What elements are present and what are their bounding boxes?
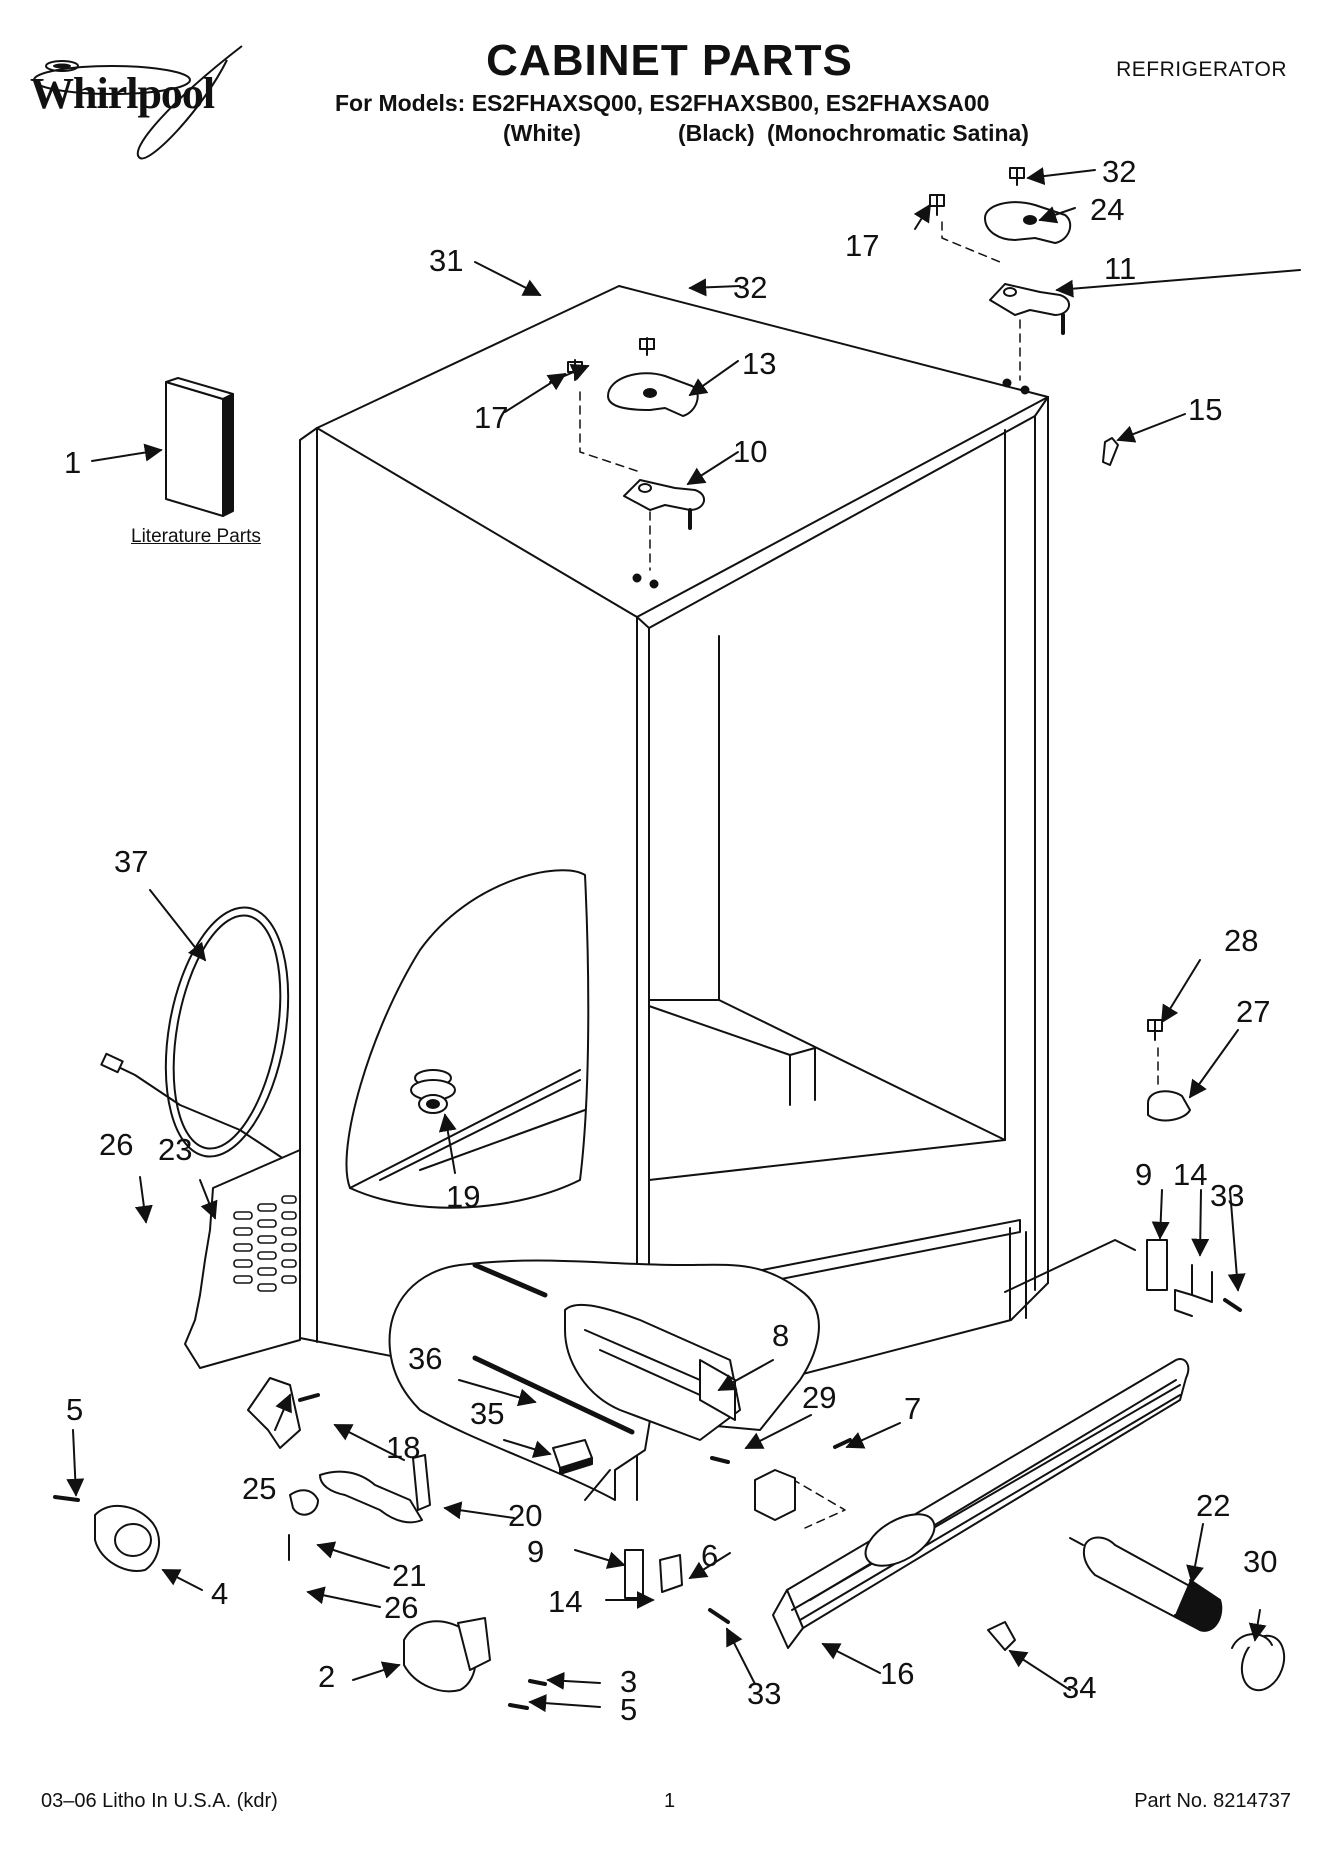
cutaway-bottom — [388, 1259, 820, 1501]
callout-9b: 9 — [527, 1534, 545, 1569]
upper-hinge-left — [607, 372, 705, 530]
page-title: CABINET PARTS — [486, 36, 853, 85]
callout-32a: 32 — [1102, 154, 1137, 189]
callout-6: 6 — [701, 1538, 719, 1573]
callout-26b: 26 — [384, 1590, 419, 1625]
callout-13: 13 — [742, 346, 777, 381]
callout-10: 10 — [733, 434, 768, 469]
callout-18: 18 — [386, 1430, 421, 1465]
callout-2: 2 — [318, 1659, 336, 1694]
lower-right-bracket — [1004, 1239, 1242, 1317]
callout-28: 28 — [1224, 923, 1259, 958]
callout-32b: 32 — [733, 270, 768, 305]
water-line-coil — [100, 906, 291, 1164]
footer-litho: 03–06 Litho In U.S.A. (kdr) — [41, 1790, 278, 1812]
callout-5b: 5 — [620, 1692, 638, 1727]
callout-1: 1 — [64, 445, 82, 480]
variant-white: (White) — [503, 120, 581, 146]
callout-35: 35 — [470, 1396, 505, 1431]
whirlpool-logo — [33, 45, 243, 160]
cutaway-drain — [345, 869, 590, 1209]
top-clip — [1102, 437, 1119, 466]
callout-30: 30 — [1243, 1544, 1278, 1579]
variant-black: (Black) — [678, 120, 755, 146]
variant-monochromatic: (Monochromatic Satina) — [767, 120, 1029, 146]
callout-14b: 14 — [548, 1584, 583, 1619]
callout-14a: 14 — [1173, 1157, 1208, 1192]
center-lower-parts — [624, 1438, 852, 1624]
callout-24: 24 — [1090, 192, 1125, 227]
callout-11: 11 — [1104, 251, 1137, 286]
callout-33b: 33 — [747, 1676, 782, 1711]
callout-9a: 9 — [1135, 1157, 1153, 1192]
callout-8: 8 — [772, 1318, 790, 1353]
callout-19: 19 — [446, 1179, 481, 1214]
callout-22: 22 — [1196, 1488, 1231, 1523]
callout-34: 34 — [1062, 1670, 1097, 1705]
upper-hinge-right — [984, 201, 1072, 335]
callout-17b: 17 — [474, 400, 509, 435]
callout-33a: 33 — [1210, 1178, 1245, 1213]
callout-31: 31 — [429, 243, 464, 278]
literature-booklet — [165, 377, 234, 517]
brand-logo-text: Whirlpool — [30, 69, 215, 118]
toe-grille — [772, 1358, 1190, 1649]
literature-parts-label: Literature Parts — [131, 526, 261, 547]
callout-arrows — [66, 167, 1301, 1713]
footer-page-number: 1 — [664, 1790, 676, 1812]
callout-3: 3 — [620, 1664, 638, 1699]
guide-lines — [579, 221, 1159, 1529]
callout-16: 16 — [880, 1656, 915, 1691]
callout-20: 20 — [508, 1498, 543, 1533]
models-line: For Models: ES2FHAXSQ00, ES2FHAXSB00, ES… — [335, 90, 990, 116]
callout-5a: 5 — [66, 1392, 84, 1427]
callout-23: 23 — [158, 1132, 193, 1167]
callout-21: 21 — [392, 1558, 427, 1593]
callout-17a: 17 — [845, 228, 880, 263]
cabinet-leveler-bracket — [1147, 1090, 1191, 1122]
callout-27: 27 — [1236, 994, 1271, 1029]
callout-26a: 26 — [99, 1127, 134, 1162]
appliance-category: REFRIGERATOR — [1116, 58, 1287, 81]
callout-4: 4 — [211, 1576, 229, 1611]
footer-part-number: Part No. 8214737 — [1134, 1790, 1291, 1812]
callout-15: 15 — [1188, 392, 1223, 427]
lower-left-parts — [53, 1377, 547, 1710]
rear-access-panel — [184, 1149, 301, 1369]
callout-37: 37 — [114, 844, 149, 879]
callout-25: 25 — [242, 1471, 277, 1506]
callout-29: 29 — [802, 1380, 837, 1415]
callout-7: 7 — [904, 1391, 922, 1426]
callout-36: 36 — [408, 1341, 443, 1376]
